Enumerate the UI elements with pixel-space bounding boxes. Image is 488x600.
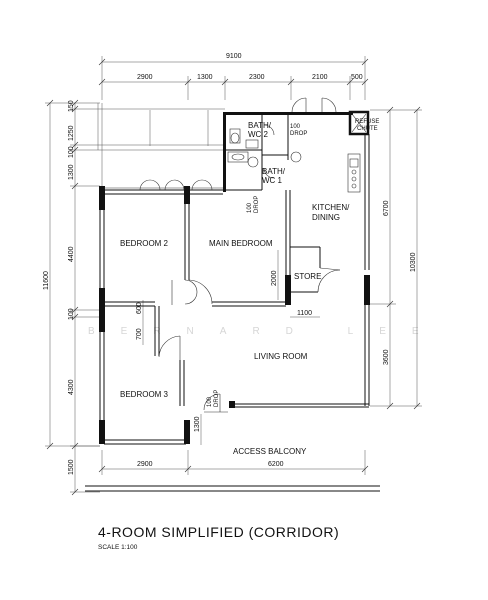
room-bath-wc1-line2: WC 1 — [262, 176, 283, 185]
drop-a-value: 100 — [290, 124, 301, 130]
dim-left-seg-1: 150 — [68, 100, 75, 112]
refuse-chute-line1: REFUSE — [355, 119, 379, 125]
dim-right-seg-1: 6700 — [383, 200, 390, 216]
dim-left-seg-8: 1500 — [68, 459, 75, 475]
refuse-chute-line2: CHUTE — [357, 126, 378, 132]
dim-left-seg-3: 100 — [68, 146, 75, 158]
room-store: STORE — [294, 272, 321, 281]
dim-left-seg-5: 4400 — [68, 246, 75, 262]
dim-left-total: 11600 — [43, 271, 50, 290]
drop-b-value: 100 — [247, 202, 253, 213]
plan-title: 4-ROOM SIMPLIFIED (CORRIDOR) — [98, 524, 339, 540]
dim-top-seg-5: 500 — [351, 74, 363, 81]
room-access-balcony: ACCESS BALCONY — [233, 447, 307, 456]
basin-icon — [227, 151, 249, 163]
dim-top-seg-1: 2900 — [137, 74, 153, 81]
dim-bottom-seg-2: 6200 — [268, 461, 284, 468]
toilet-icon — [290, 151, 302, 163]
room-main-bedroom: MAIN BEDROOM — [209, 239, 273, 248]
dim-right-seg-2: 3600 — [383, 349, 390, 365]
room-bedroom-3: BEDROOM 3 — [120, 390, 169, 399]
plan-scale: SCALE 1:100 — [98, 544, 138, 551]
dimension-lines — [45, 56, 422, 496]
dim-left-seg-6: 100 — [68, 308, 75, 320]
room-labels: BEDROOM 2 MAIN BEDROOM KITCHEN/ DINING S… — [120, 119, 379, 456]
sink-icon — [245, 139, 259, 149]
doors — [139, 97, 341, 413]
dim-600: 600 — [136, 302, 143, 314]
room-kitchen-line1: KITCHEN/ — [312, 203, 350, 212]
dim-top-seg-4: 2100 — [312, 74, 328, 81]
drop-annotations: 100 DROP 100 DROP 100 DROP — [207, 124, 307, 407]
room-bath-wc2-line1: BATH/ — [248, 121, 272, 130]
drop-a-label: DROP — [290, 131, 307, 137]
dim-1300: 1300 — [194, 416, 201, 432]
dim-left-seg-4: 1300 — [68, 164, 75, 180]
drop-c-value: 100 — [207, 396, 213, 407]
dim-top-seg-2: 1300 — [197, 74, 213, 81]
dimension-labels: 9100 2900 1300 2300 2100 500 11600 150 1… — [43, 53, 417, 475]
fixtures — [85, 103, 380, 492]
dim-top-seg-3: 2300 — [249, 74, 265, 81]
toilet-icon — [247, 156, 259, 168]
room-living-room: LIVING ROOM — [254, 352, 308, 361]
watermark: BERNARD LEE — [88, 326, 445, 337]
room-bath-wc2-line2: WC 2 — [248, 130, 269, 139]
dim-store-width: 1100 — [297, 310, 312, 317]
walls — [99, 110, 370, 445]
drop-b-label: DROP — [254, 196, 260, 213]
drop-c-label: DROP — [214, 390, 220, 407]
dim-left-seg-7: 4300 — [68, 379, 75, 395]
kitchen-counter-icon — [347, 153, 361, 193]
dim-700: 700 — [136, 328, 143, 340]
dim-right-total: 10300 — [410, 252, 417, 272]
room-bath-wc1-line1: BATH/ — [262, 167, 286, 176]
room-bedroom-2: BEDROOM 2 — [120, 239, 169, 248]
dim-top-total: 9100 — [226, 53, 242, 60]
dim-store-height: 2000 — [271, 270, 278, 286]
dim-bottom-seg-1: 2900 — [137, 461, 153, 468]
room-kitchen-line2: DINING — [312, 213, 340, 222]
dim-left-seg-2: 1250 — [68, 125, 75, 141]
